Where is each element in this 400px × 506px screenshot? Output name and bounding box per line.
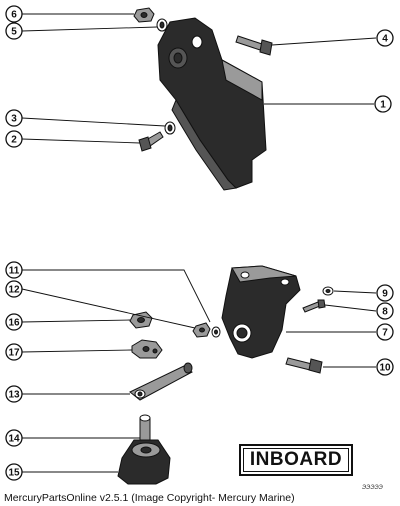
svg-text:12: 12	[8, 285, 20, 296]
figure-code: ЭЭЭЭЭ	[362, 485, 383, 491]
callout-15: 15	[5, 463, 23, 481]
part-4-bolt	[235, 35, 273, 56]
part-8-screw	[302, 299, 326, 313]
callout-10: 10	[376, 358, 394, 376]
callout-3: 3	[5, 109, 23, 127]
part-7-bracket	[221, 265, 301, 359]
svg-text:15: 15	[8, 468, 20, 479]
part-6-nut	[133, 7, 155, 23]
svg-text:4: 4	[382, 34, 388, 45]
callout-4: 4	[376, 29, 394, 47]
svg-text:9: 9	[382, 289, 388, 300]
part-11-washer	[211, 326, 221, 338]
svg-text:3: 3	[11, 114, 17, 125]
svg-text:13: 13	[8, 390, 20, 401]
callout-6: 6	[5, 5, 23, 23]
svg-text:2: 2	[11, 135, 17, 146]
svg-text:5: 5	[11, 27, 17, 38]
callout-2: 2	[5, 130, 23, 148]
part-2-bolt	[138, 131, 164, 152]
callout-13: 13	[5, 385, 23, 403]
svg-text:10: 10	[379, 363, 391, 374]
part-16-nut	[129, 311, 153, 329]
svg-text:11: 11	[9, 266, 20, 277]
part-14-pin	[139, 414, 151, 441]
callout-1: 1	[374, 95, 392, 113]
svg-text:7: 7	[382, 328, 388, 339]
svg-text:14: 14	[8, 434, 20, 445]
callout-17: 17	[5, 343, 23, 361]
part-15-housing	[117, 439, 171, 485]
svg-text:17: 17	[8, 348, 20, 359]
svg-text:6: 6	[11, 10, 17, 21]
part-9-washer	[322, 286, 334, 296]
part-3-washer	[164, 121, 176, 135]
callout-12: 12	[5, 280, 23, 298]
leader-lines	[21, 13, 377, 473]
part-10-bolt	[285, 357, 323, 374]
inboard-label-box: INBOARD	[239, 444, 353, 476]
callout-7: 7	[376, 323, 394, 341]
part-5-washer	[156, 18, 168, 32]
copyright-caption: MercuryPartsOnline v2.5.1 (Image Copyrig…	[4, 492, 295, 504]
callout-8: 8	[376, 302, 394, 320]
callout-14: 14	[5, 429, 23, 447]
callout-11: 11	[5, 261, 23, 279]
callout-16: 16	[5, 313, 23, 331]
callout-5: 5	[5, 22, 23, 40]
part-13-rod	[129, 362, 193, 401]
svg-text:1: 1	[380, 100, 386, 111]
part-1-mount-bracket	[157, 17, 267, 191]
inboard-label: INBOARD	[243, 448, 349, 472]
part-12-nut	[192, 322, 211, 338]
part-17-clamp	[131, 339, 163, 359]
svg-text:8: 8	[382, 307, 388, 318]
callout-9: 9	[376, 284, 394, 302]
svg-text:16: 16	[8, 318, 20, 329]
